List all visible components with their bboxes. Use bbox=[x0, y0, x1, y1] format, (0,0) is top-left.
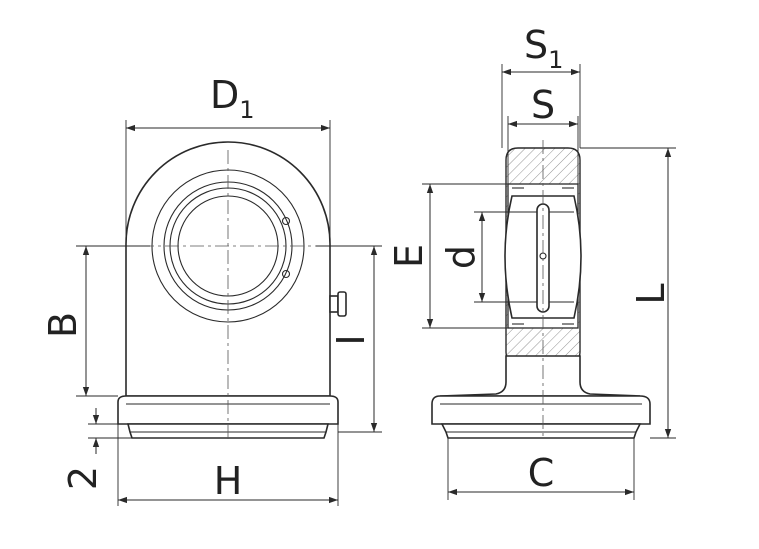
label-S1: S bbox=[524, 23, 548, 67]
label-d: d bbox=[439, 245, 483, 269]
front-view bbox=[117, 141, 347, 440]
dim-2: 2 bbox=[61, 408, 132, 490]
label-D: D bbox=[210, 73, 239, 117]
lube-hole-top bbox=[281, 216, 291, 226]
label-I: I bbox=[329, 334, 373, 345]
dim-d: d bbox=[439, 211, 512, 303]
label-H: H bbox=[214, 459, 243, 503]
side-base-spigot bbox=[440, 423, 642, 439]
lube-hole-bottom bbox=[281, 269, 291, 279]
dim-I: I bbox=[316, 245, 382, 433]
dim-D1: D1 bbox=[125, 73, 331, 244]
side-view bbox=[431, 140, 651, 440]
label-2: 2 bbox=[61, 466, 105, 490]
dim-S1: S1 bbox=[501, 23, 581, 148]
dim-L: L bbox=[580, 147, 676, 439]
label-S: S bbox=[531, 83, 555, 127]
housing-neck bbox=[439, 355, 641, 397]
label-E: E bbox=[387, 244, 431, 268]
svg-text:D1: D1 bbox=[210, 73, 255, 124]
grease-nipple bbox=[329, 291, 347, 317]
label-D-sub: 1 bbox=[239, 96, 254, 124]
dim-S: S bbox=[507, 83, 579, 184]
label-B: B bbox=[41, 312, 85, 338]
dim-C: C bbox=[447, 438, 635, 500]
label-L: L bbox=[629, 283, 673, 304]
dim-H: H bbox=[117, 424, 339, 506]
dim-E: E bbox=[387, 183, 508, 329]
label-C: C bbox=[528, 451, 555, 495]
dim-B: B bbox=[41, 245, 150, 397]
label-S1-sub: 1 bbox=[548, 46, 563, 74]
svg-text:S1: S1 bbox=[524, 23, 563, 74]
side-base-flange bbox=[431, 395, 651, 425]
